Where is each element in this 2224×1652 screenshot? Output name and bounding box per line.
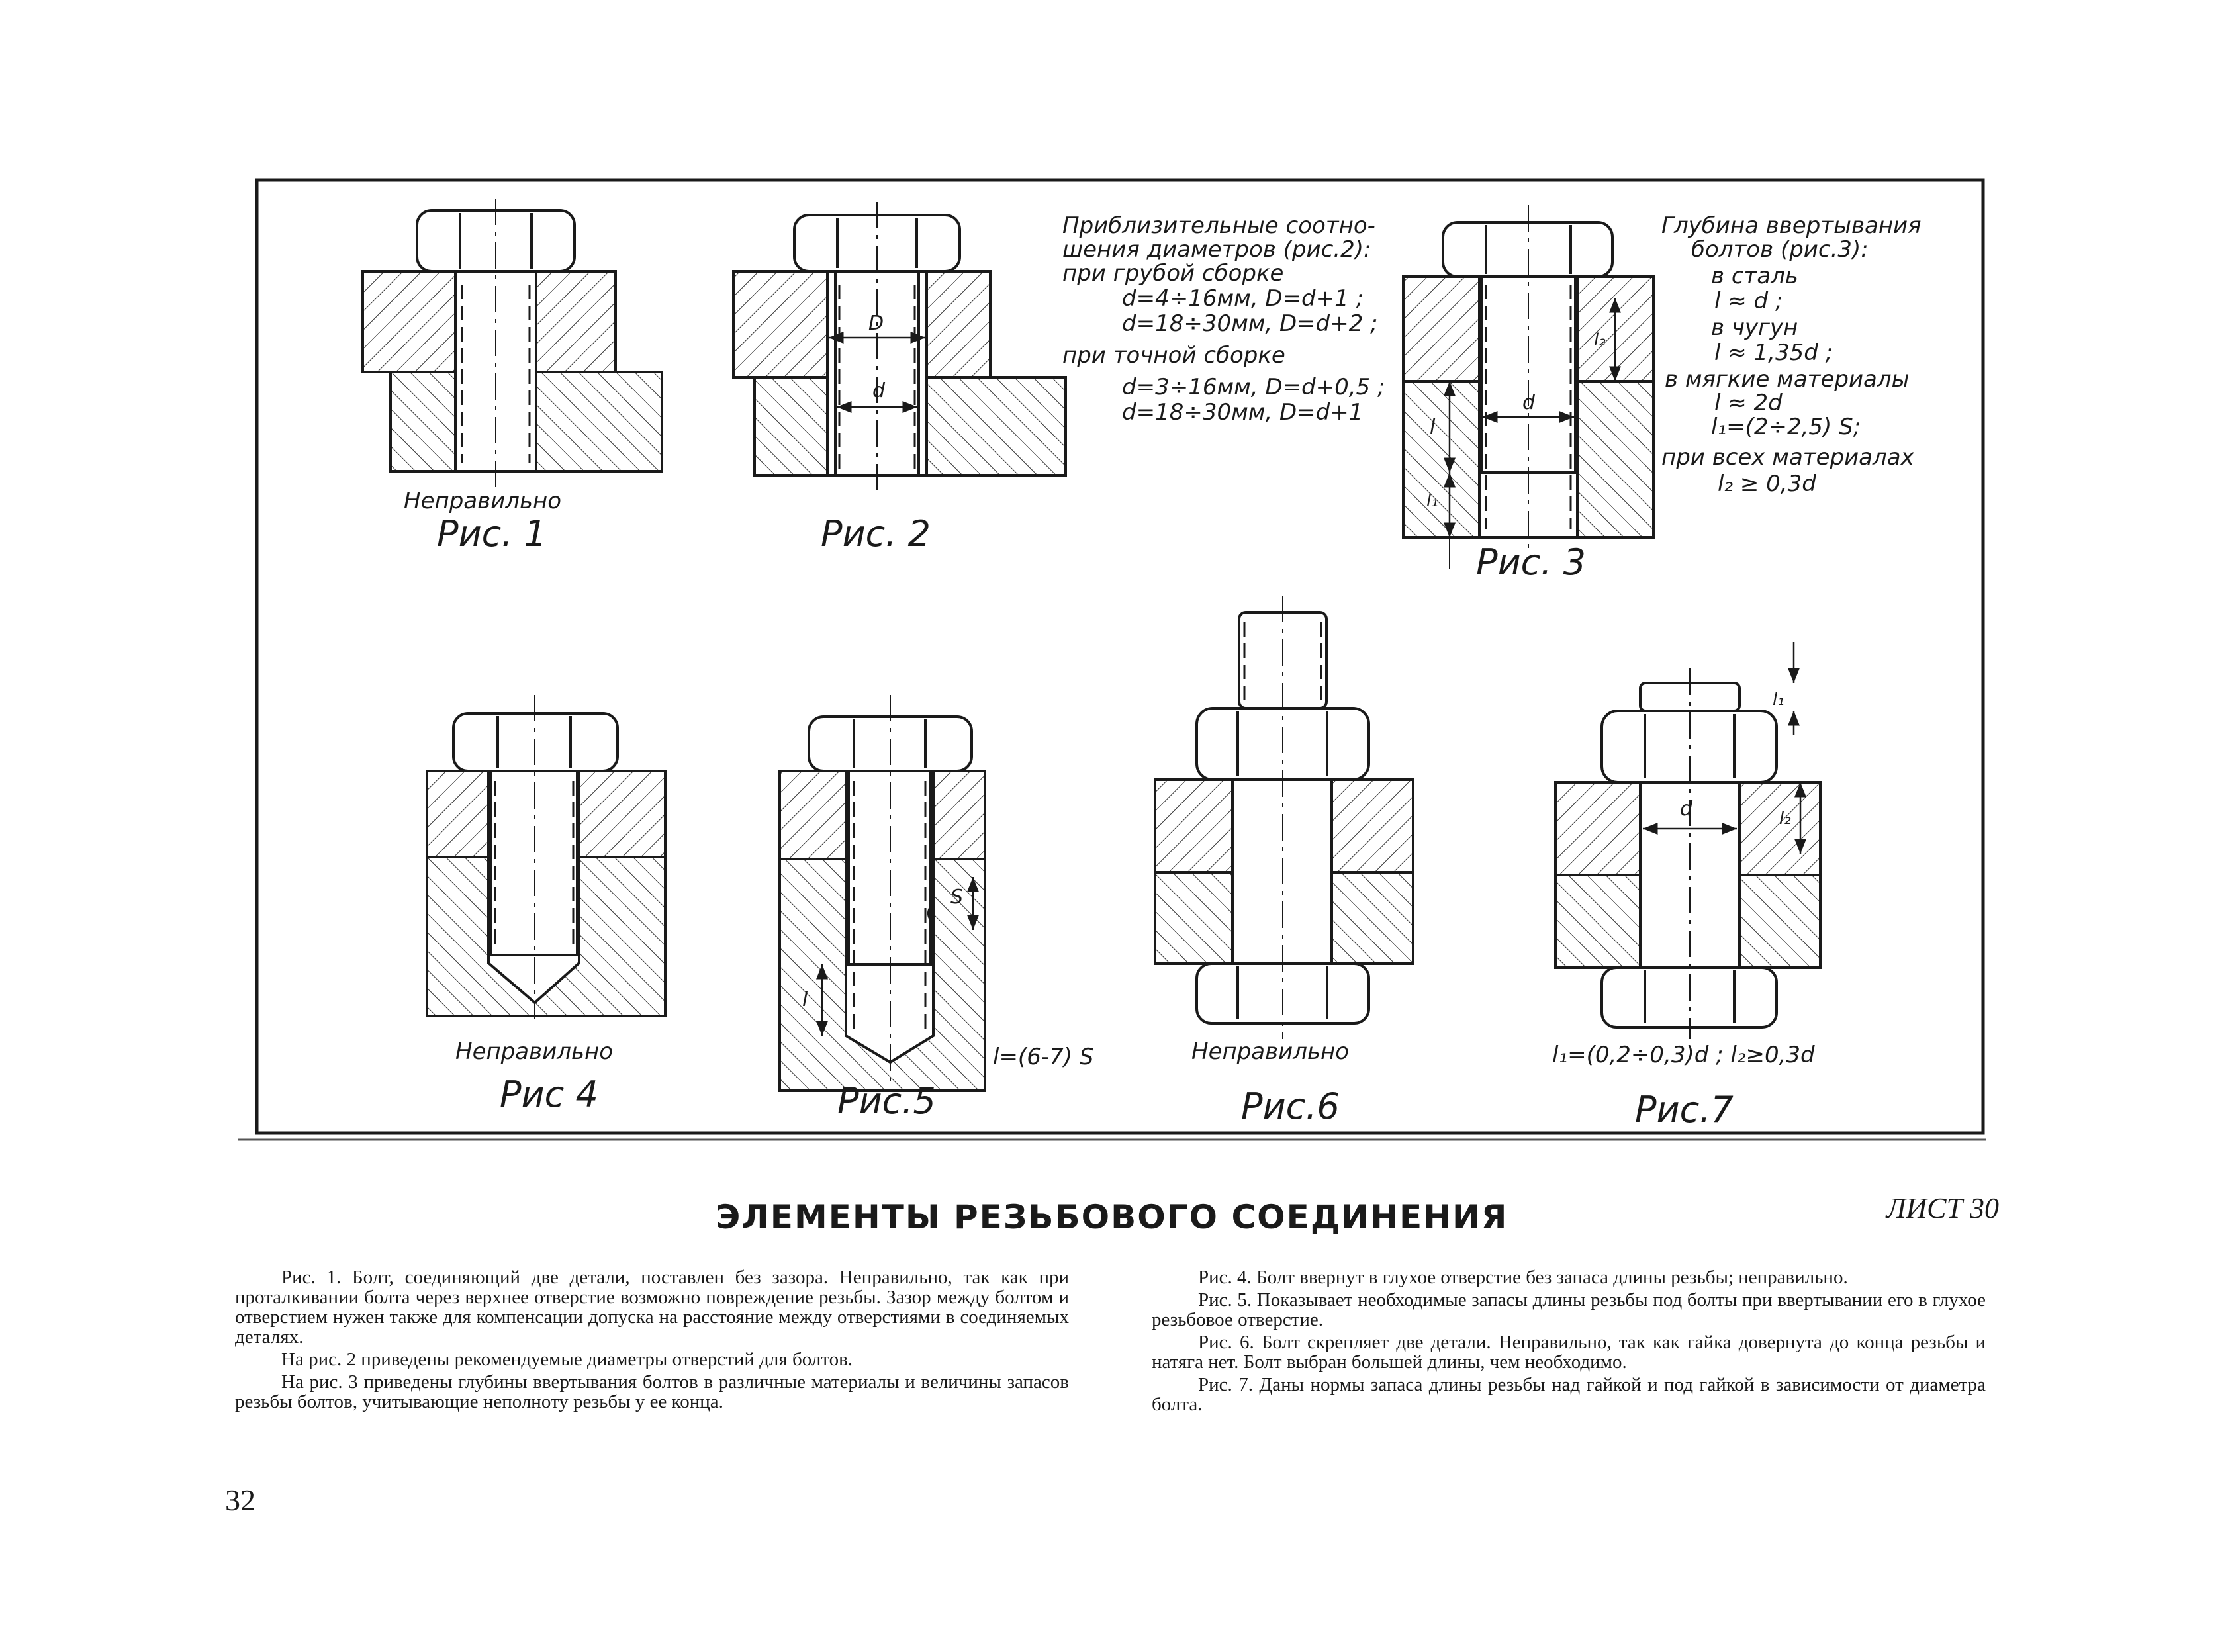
fig6-note: Неправильно	[1191, 1038, 1349, 1065]
fig2-d-label: d	[872, 379, 886, 402]
fig6-caption: Рис.6	[1241, 1085, 1340, 1127]
svg-text:в чугун: в чугун	[1711, 314, 1798, 341]
fig2-caption: Рис. 2	[821, 513, 931, 555]
svg-text:при грубой сборке: при грубой сборке	[1062, 260, 1283, 287]
svg-text:d=18÷30мм, D=d+1: d=18÷30мм, D=d+1	[1122, 399, 1363, 426]
figure-3	[1402, 205, 1655, 569]
svg-text:l ≈ 1,35d ;: l ≈ 1,35d ;	[1714, 340, 1833, 366]
fig3-l2-label: l₂	[1594, 330, 1606, 350]
fig1-note: Неправильно	[404, 488, 561, 514]
svg-text:l₂ ≥ 0,3d: l₂ ≥ 0,3d	[1718, 471, 1816, 497]
svg-text:d=4÷16мм, D=d+1 ;: d=4÷16мм, D=d+1 ;	[1122, 285, 1364, 312]
svg-text:в мягкие материалы: в мягкие материалы	[1665, 366, 1909, 392]
svg-text:болтов (рис.3):: болтов (рис.3):	[1691, 236, 1869, 263]
svg-text:d=18÷30мм, D=d+2 ;: d=18÷30мм, D=d+2 ;	[1122, 310, 1378, 337]
svg-text:Глубина ввертывания: Глубина ввертывания	[1661, 212, 1922, 239]
svg-text:шения диаметров (рис.2):: шения диаметров (рис.2):	[1062, 236, 1371, 263]
text-column-left: Рис. 1. Болт, соединяющий две детали, по…	[235, 1267, 1069, 1412]
figure-5	[778, 695, 986, 1092]
svg-text:d=3÷16мм, D=d+0,5 ;: d=3÷16мм, D=d+0,5 ;	[1122, 374, 1385, 400]
figure-2	[732, 202, 1067, 493]
fig3-l1-label: l₁	[1426, 491, 1438, 511]
fig3-l-label: l	[1430, 416, 1436, 439]
svg-text:l ≈ 2d: l ≈ 2d	[1714, 390, 1783, 416]
svg-text:l₁=(2÷2,5) S;: l₁=(2÷2,5) S;	[1711, 414, 1861, 440]
fig5-caption: Рис.5	[837, 1080, 936, 1122]
fig3-caption: Рис. 3	[1476, 541, 1586, 583]
fig3-notes: Глубина ввертывания болтов (рис.3): в ст…	[1661, 212, 1922, 497]
fig7-l1-label: l₁	[1773, 690, 1784, 710]
fig1-caption: Рис. 1	[437, 513, 547, 555]
fig7-d-label: d	[1680, 798, 1693, 821]
fig7-caption: Рис.7	[1635, 1089, 1734, 1130]
fig7-l2-label: l₂	[1779, 809, 1791, 829]
svg-text:Приблизительные соотно-: Приблизительные соотно-	[1062, 212, 1375, 239]
fig4-note: Неправильно	[455, 1038, 613, 1065]
fig5-S-label: S	[950, 886, 963, 909]
figure-6	[1154, 596, 1414, 1039]
sheet-number: ЛИСТ 30	[1886, 1192, 1999, 1224]
fig7-formula: l₁=(0,2÷0,3)d ; l₂≥0,3d	[1552, 1042, 1815, 1068]
paragraph: Рис. 5. Показывает необходимые запасы дл…	[1152, 1289, 1986, 1330]
svg-text:при точной сборке: при точной сборке	[1062, 342, 1285, 369]
figure-1	[361, 199, 663, 490]
page-number: 32	[225, 1483, 255, 1517]
fig4-caption: Рис 4	[500, 1074, 598, 1115]
drawing-frame	[255, 178, 1985, 1135]
svg-text:в сталь: в сталь	[1711, 263, 1798, 289]
figure-7	[1554, 642, 1822, 1039]
paragraph: Рис. 1. Болт, соединяющий две детали, по…	[235, 1267, 1069, 1348]
fig5-l-label: l	[802, 988, 808, 1011]
svg-text:при всех материалах: при всех материалах	[1661, 444, 1915, 471]
text-column-right: Рис. 4. Болт ввернут в глухое отверстие …	[1152, 1267, 1986, 1414]
svg-text:l ≈ d ;: l ≈ d ;	[1714, 288, 1783, 314]
sheet-heading: ЭЛЕМЕНТЫ РЕЗЬБОВОГО СОЕДИНЕНИЯ	[716, 1198, 1508, 1236]
fig2-notes: Приблизительные соотно- шения диаметров …	[1062, 212, 1385, 426]
paragraph: Рис. 7. Даны нормы запаса длины резьбы н…	[1152, 1374, 1986, 1415]
paragraph: На рис. 2 приведены рекомендуемые диамет…	[281, 1349, 853, 1370]
fig3-d-label: d	[1522, 391, 1536, 414]
paragraph: Рис. 4. Болт ввернут в глухое отверстие …	[1198, 1267, 1848, 1288]
paragraph: На рис. 3 приведены глубины ввертывания …	[235, 1371, 1069, 1412]
fig2-D-label: D	[868, 312, 884, 335]
figure-4	[426, 695, 667, 1019]
paragraph: Рис. 6. Болт скрепляет две детали. Непра…	[1152, 1332, 1986, 1373]
fig5-formula: l=(6-7) S	[993, 1044, 1093, 1070]
